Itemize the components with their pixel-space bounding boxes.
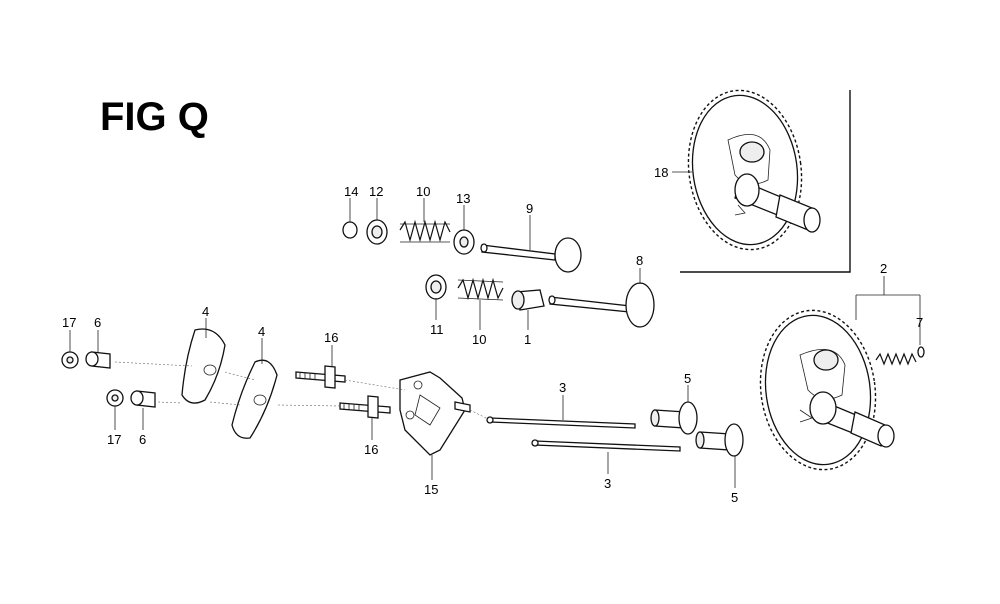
callout-17-upper: 17: [62, 315, 76, 330]
spring-7: [875, 346, 925, 366]
rocker-arm-4-left: [181, 328, 226, 404]
valve-seal-13: [453, 229, 475, 255]
callout-6-upper: 6: [94, 315, 101, 330]
spring-retainer-11: [425, 274, 447, 300]
callout-13: 13: [456, 191, 470, 206]
camshaft-gear-18: [687, 89, 821, 251]
callout-4-right: 4: [258, 324, 265, 339]
valve-seal-1: [511, 289, 545, 311]
push-rod-guide-plate-15: [399, 371, 471, 456]
spring-retainer-12: [366, 219, 388, 245]
push-rod-3-lower: [531, 439, 681, 452]
figure-title: FIG Q: [100, 95, 209, 139]
callout-2: 2: [880, 261, 887, 276]
callout-4-left: 4: [202, 304, 209, 319]
nut-17-upper: [61, 351, 79, 369]
callout-3-upper: 3: [559, 380, 566, 395]
callout-6-lower: 6: [139, 432, 146, 447]
callout-12: 12: [369, 184, 383, 199]
callout-5-lower: 5: [731, 490, 738, 505]
assembly-lines: [114, 361, 489, 420]
valve-spring-10-upper: [399, 219, 451, 243]
callout-16-lower: 16: [364, 442, 378, 457]
callout-14: 14: [344, 184, 358, 199]
camshaft-gear-2: [759, 309, 895, 471]
pivot-6-upper: [85, 351, 111, 369]
nut-17-lower: [106, 389, 124, 407]
rocker-arm-4-right: [231, 359, 278, 439]
valve-cotter-14: [342, 221, 358, 239]
callout-5-upper: 5: [684, 371, 691, 386]
rocker-stud-16-upper: [295, 365, 346, 389]
callout-15: 15: [424, 482, 438, 497]
callout-10-upper: 10: [416, 184, 430, 199]
valve-9: [480, 237, 582, 273]
valve-8: [548, 282, 655, 328]
callout-7: 7: [916, 315, 923, 330]
callout-9: 9: [526, 201, 533, 216]
callout-16-upper: 16: [324, 330, 338, 345]
tappet-5-lower: [695, 423, 744, 457]
valve-spring-10-lower: [457, 277, 504, 301]
callout-17-lower: 17: [107, 432, 121, 447]
tappet-5-upper: [650, 401, 698, 435]
callout-1: 1: [524, 332, 531, 347]
push-rod-3-upper: [486, 416, 636, 429]
leader-lines: [69, 171, 921, 488]
pivot-6-lower: [130, 390, 156, 408]
callout-3-lower: 3: [604, 476, 611, 491]
inset-frame: [680, 90, 851, 273]
callout-labels: 14 12 10 13 9 8 11 10 1 4 4 17 6 17 6 16…: [62, 165, 923, 505]
rocker-stud-16-lower: [339, 395, 391, 419]
callout-10-lower: 10: [472, 332, 486, 347]
callout-11: 11: [430, 322, 444, 337]
callout-18: 18: [654, 165, 668, 180]
callout-8: 8: [636, 253, 643, 268]
